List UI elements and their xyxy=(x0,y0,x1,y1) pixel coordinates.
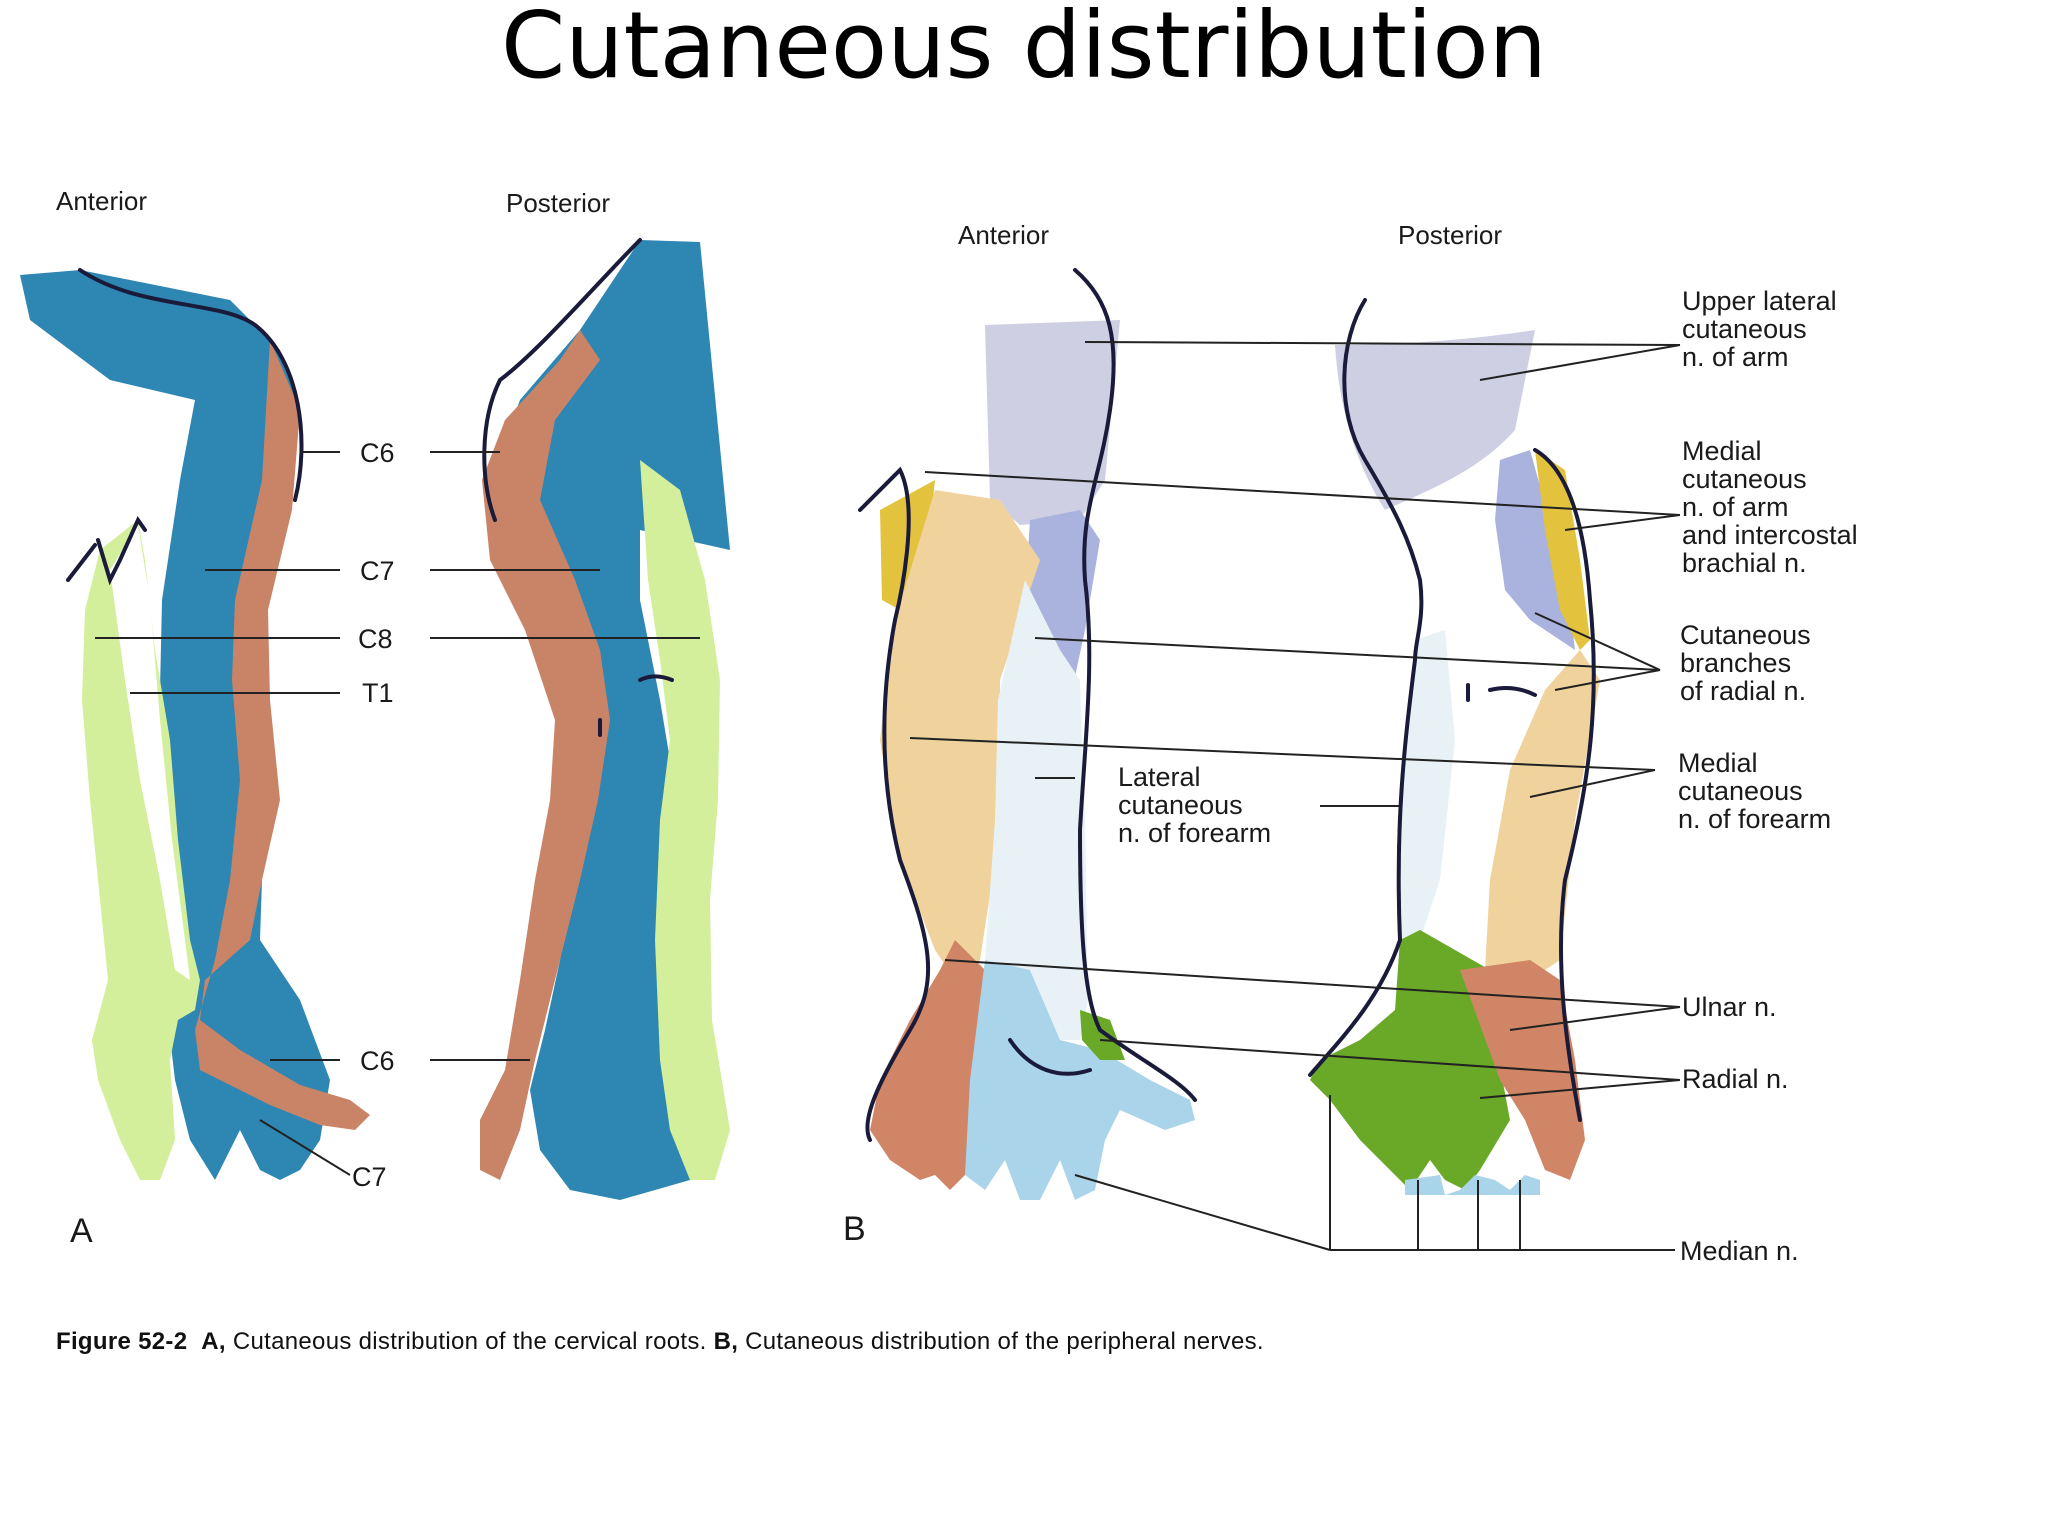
c6-region-anterior xyxy=(195,340,370,1130)
radial-region-anterior xyxy=(1080,1010,1125,1060)
label-upper-lateral-cutaneous: Upper lateral cutaneous n. of arm xyxy=(1682,286,1844,372)
panel-b-posterior-arm xyxy=(1308,298,1600,1195)
median-region-posterior xyxy=(1405,1175,1540,1195)
label-medial-cutaneous-forearm: Medial cutaneous n. of forearm xyxy=(1678,748,1831,834)
radial-branch-region-posterior xyxy=(1535,450,1590,650)
panel-a-root-labels: C6 C7 C8 T1 C6 C7 xyxy=(95,438,700,1192)
label-c7: C7 xyxy=(360,556,395,586)
label-ulnar-nerve: Ulnar n. xyxy=(1682,992,1777,1022)
panel-a-posterior-arm xyxy=(480,238,730,1200)
caption-a-label: A, xyxy=(201,1328,226,1355)
label-c7-hand: C7 xyxy=(352,1162,387,1192)
slide-title: Cutaneous distribution xyxy=(501,0,1547,99)
c8-region-posterior xyxy=(640,460,730,1180)
label-median-nerve: Median n. xyxy=(1680,1236,1799,1266)
dermatome-figure: Anterior Posterior C6 C7 xyxy=(20,186,1865,1266)
panel-b: Anterior Posterior xyxy=(843,220,1865,1266)
label-t1: T1 xyxy=(362,678,394,708)
label-c6-hand: C6 xyxy=(360,1046,395,1076)
caption-a-text: Cutaneous distribution of the cervical r… xyxy=(232,1328,707,1355)
caption-b-text: Cutaneous distribution of the peripheral… xyxy=(745,1328,1264,1355)
panel-a-anterior-arm xyxy=(20,268,370,1180)
panel-a-anterior-label: Anterior xyxy=(56,186,147,216)
panel-b-posterior-label: Posterior xyxy=(1398,220,1502,250)
label-cutaneous-branches-radial: Cutaneous branches of radial n. xyxy=(1680,620,1818,706)
c6-region-posterior xyxy=(480,330,610,1180)
medial-arm-region-anterior xyxy=(1025,510,1100,700)
radial-region-posterior xyxy=(1310,930,1510,1190)
panel-b-anterior-arm xyxy=(858,268,1197,1200)
label-c6-upper: C6 xyxy=(360,438,395,468)
label-c8: C8 xyxy=(358,624,393,654)
ulnar-region-anterior xyxy=(870,940,985,1190)
lateral-forearm-region-anterior xyxy=(985,580,1088,1040)
lateral-forearm-region-posterior xyxy=(1400,630,1455,940)
median-region-anterior xyxy=(965,960,1195,1200)
medial-forearm-region-posterior xyxy=(1485,650,1600,980)
label-radial-nerve: Radial n. xyxy=(1682,1064,1789,1094)
panel-b-anterior-label: Anterior xyxy=(958,220,1049,250)
panel-a: Anterior Posterior C6 C7 xyxy=(20,186,730,1250)
label-medial-cutaneous-arm: Medial cutaneous n. of arm and intercost… xyxy=(1682,436,1865,578)
caption-figure-number: Figure 52-2 xyxy=(56,1328,188,1355)
figure-caption: Figure 52-2 A, Cutaneous distribution of… xyxy=(56,1328,1264,1356)
medial-forearm-region-anterior xyxy=(880,490,1040,980)
panel-a-posterior-label: Posterior xyxy=(506,188,610,218)
medial-arm-region-posterior xyxy=(1495,450,1575,650)
panel-b-leader-lines xyxy=(909,341,1681,1251)
c7-region-anterior xyxy=(20,270,330,1180)
panel-b-letter: B xyxy=(843,1210,866,1248)
upper-lateral-region-posterior xyxy=(1335,330,1535,510)
panel-a-letter: A xyxy=(70,1212,93,1250)
caption-b-label: B, xyxy=(713,1328,739,1355)
upper-lateral-region-anterior xyxy=(985,320,1120,525)
c8-region-anterior xyxy=(82,520,200,1180)
label-lateral-cutaneous-forearm: Lateral cutaneous n. of forearm xyxy=(1118,762,1271,848)
panel-b-nerve-labels: Upper lateral cutaneous n. of arm Medial… xyxy=(1118,286,1865,1266)
